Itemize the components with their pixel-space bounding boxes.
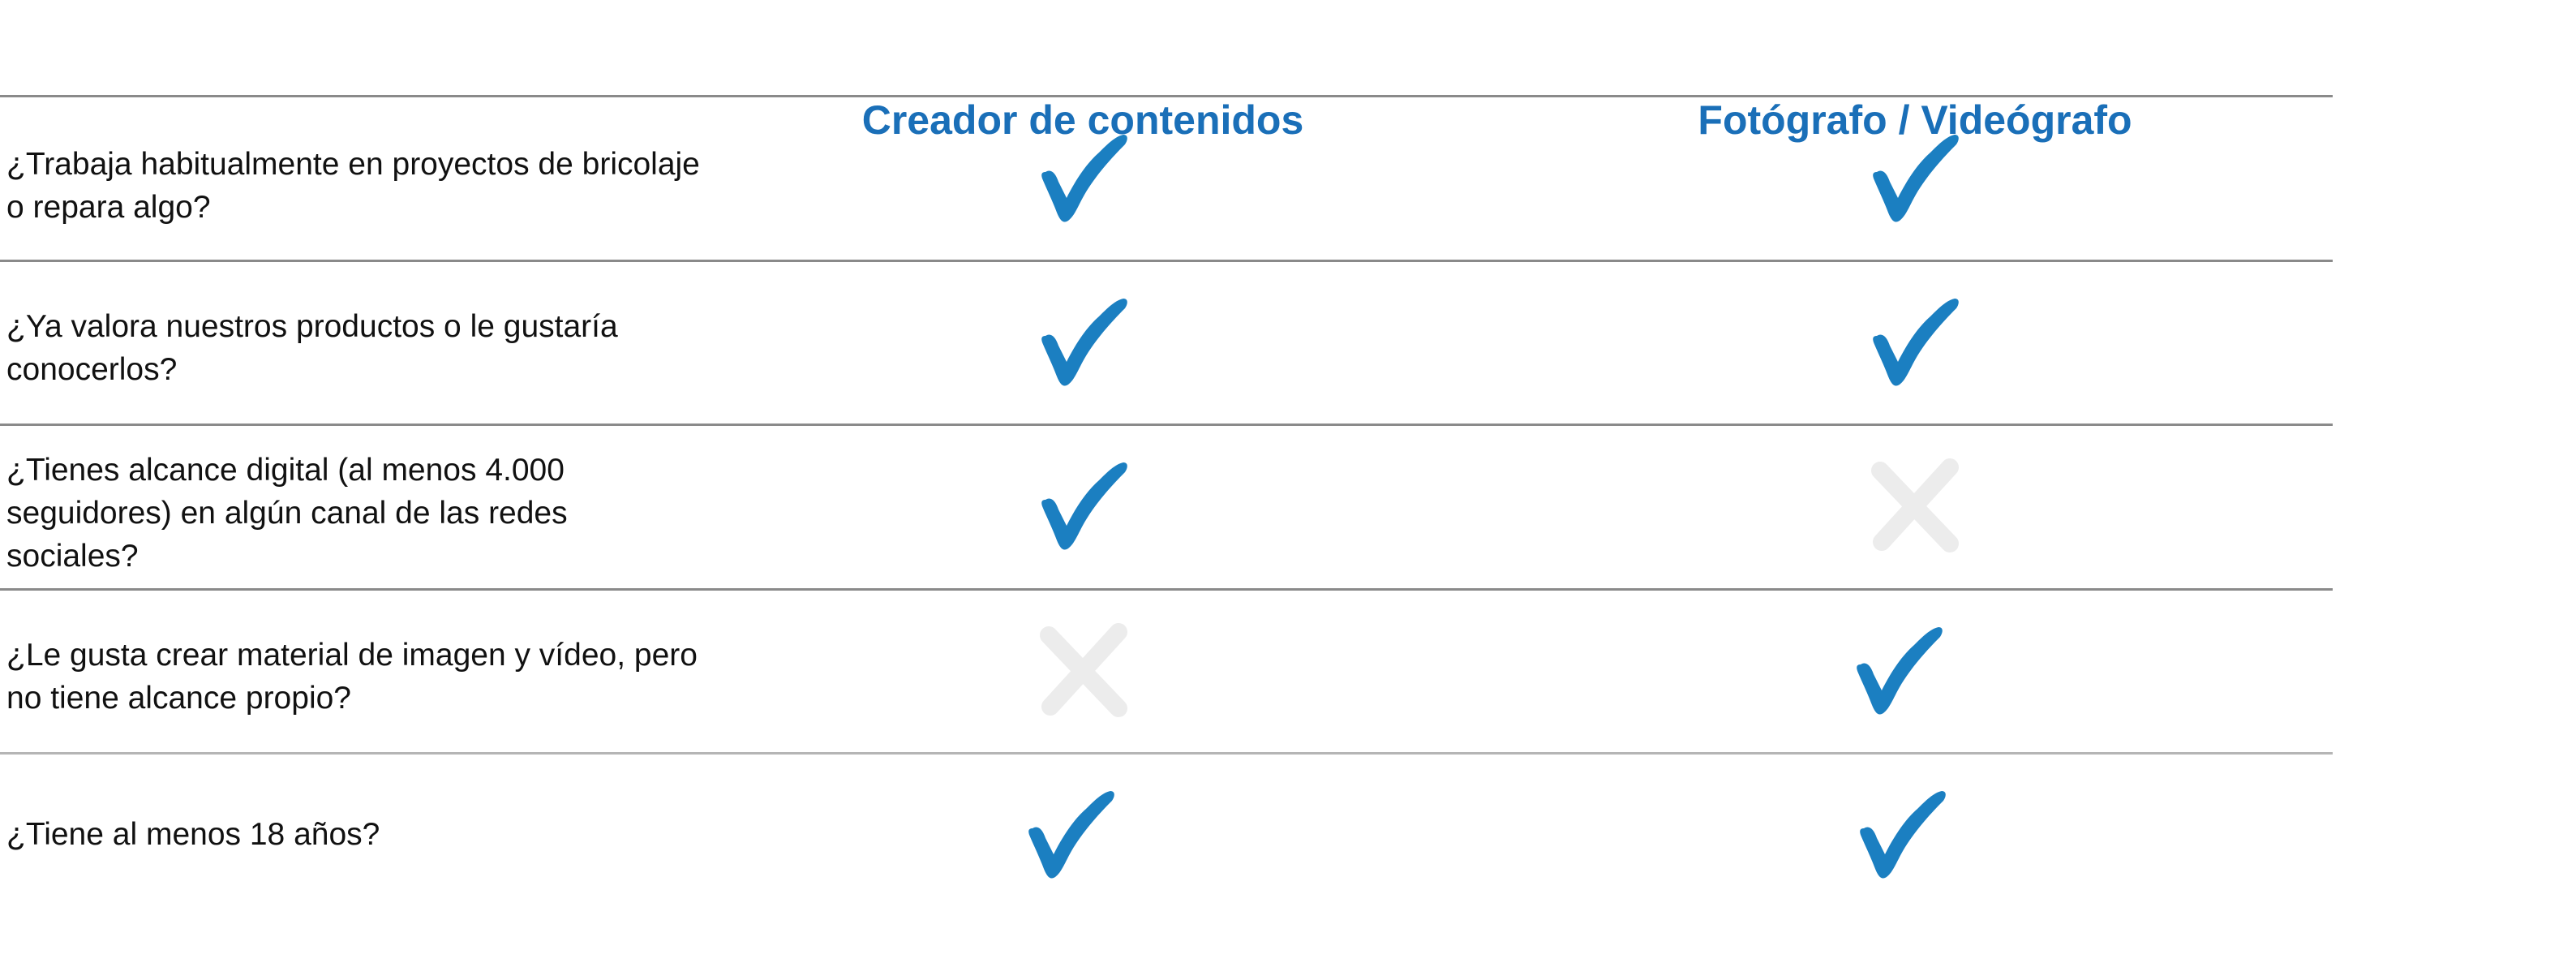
question-text: ¿Trabaja habitualmente en proyectos de b… [6, 147, 700, 225]
question-text: ¿Ya valora nuestros productos o le gusta… [6, 309, 618, 387]
row-divider [0, 260, 2333, 262]
question-text: ¿Le gusta crear material de imagen y víd… [6, 638, 698, 716]
check-icon-fotografo [1849, 781, 1955, 887]
check-icon-creador [1031, 125, 1136, 230]
question-text: ¿Tiene al menos 18 años? [6, 817, 380, 852]
check-icon-creador [1031, 289, 1136, 394]
check-icon-creador [1018, 781, 1123, 887]
row-divider [0, 588, 2333, 591]
cross-icon-fotografo [1862, 453, 1968, 558]
check-icon-creador [1031, 453, 1136, 558]
cross-icon-creador [1031, 617, 1136, 723]
header-divider [0, 95, 2333, 97]
check-icon-fotografo [1846, 617, 1951, 723]
header-creador: Creador de contenidos [861, 97, 1304, 143]
check-icon-fotografo [1862, 289, 1968, 394]
row-divider [0, 424, 2333, 426]
check-icon-fotografo [1862, 125, 1968, 230]
header-fotografo: Fotógrafo / Videógrafo [1698, 97, 2132, 143]
row-divider [0, 752, 2333, 755]
question-text: ¿Tienes alcance digital (al menos 4.000 … [6, 453, 568, 574]
